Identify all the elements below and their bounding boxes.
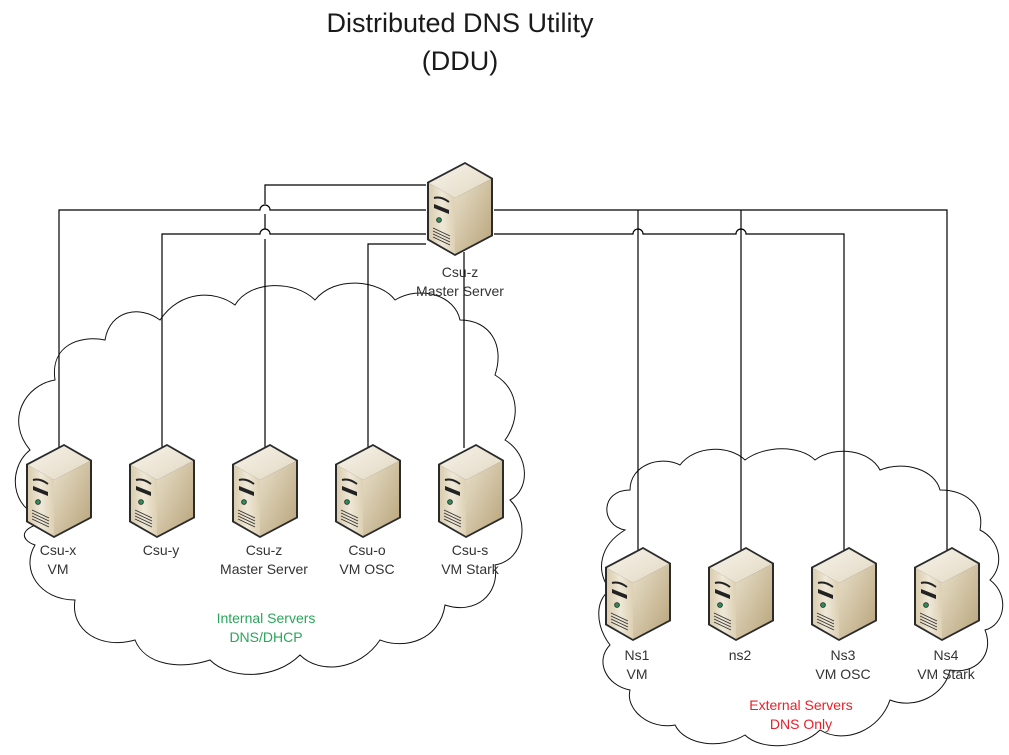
- server-role-ns1: VM: [626, 666, 648, 682]
- server-icon-csu-y[interactable]: [128, 443, 196, 539]
- internal-group-sublabel: DNS/DHCP: [229, 629, 303, 645]
- server-name-csu-z: Csu-z: [245, 542, 283, 558]
- server-icon-csu-x[interactable]: [25, 443, 93, 539]
- master-server-icon[interactable]: [426, 161, 494, 257]
- diagram-subtitle: (DDU): [421, 46, 499, 76]
- server-role-csu-o: VM OSC: [339, 561, 395, 577]
- server-icon-ns4[interactable]: [913, 546, 981, 642]
- server-name-csu-y: Csu-y: [142, 542, 180, 558]
- server-role-ns4: VM Stark: [917, 666, 975, 682]
- external-group-sublabel: DNS Only: [769, 716, 833, 732]
- server-name-ns4: Ns4: [933, 647, 959, 663]
- internal-cloud: [14, 282, 525, 675]
- server-name-csu-s: Csu-s: [451, 542, 489, 558]
- server-role-csu-s: VM Stark: [441, 561, 499, 577]
- server-name-csu-o: Csu-o: [348, 542, 386, 558]
- internal-group-label: Internal Servers: [216, 610, 316, 626]
- diagram-title: Distributed DNS Utility: [326, 8, 594, 38]
- connection-lines: [58, 184, 948, 550]
- server-role-ns3: VM OSC: [815, 666, 871, 682]
- server-icon-ns2[interactable]: [707, 546, 775, 642]
- server-name-ns1: Ns1: [624, 647, 650, 663]
- external-group-label: External Servers: [749, 697, 853, 713]
- external-cloud: [598, 448, 1004, 747]
- master-server-name: Csu-z: [441, 264, 479, 280]
- server-role-csu-z: Master Server: [220, 561, 308, 577]
- server-icon-csu-z[interactable]: [231, 443, 299, 539]
- server-role-csu-x: VM: [47, 561, 69, 577]
- master-server-role: Master Server: [416, 283, 504, 299]
- server-name-ns2: ns2: [728, 647, 752, 663]
- server-icon-ns3[interactable]: [810, 546, 878, 642]
- server-icon-ns1[interactable]: [604, 546, 672, 642]
- server-name-csu-x: Csu-x: [39, 542, 77, 558]
- server-name-ns3: Ns3: [830, 647, 856, 663]
- server-icon-csu-s[interactable]: [437, 443, 505, 539]
- server-icon-csu-o[interactable]: [334, 443, 402, 539]
